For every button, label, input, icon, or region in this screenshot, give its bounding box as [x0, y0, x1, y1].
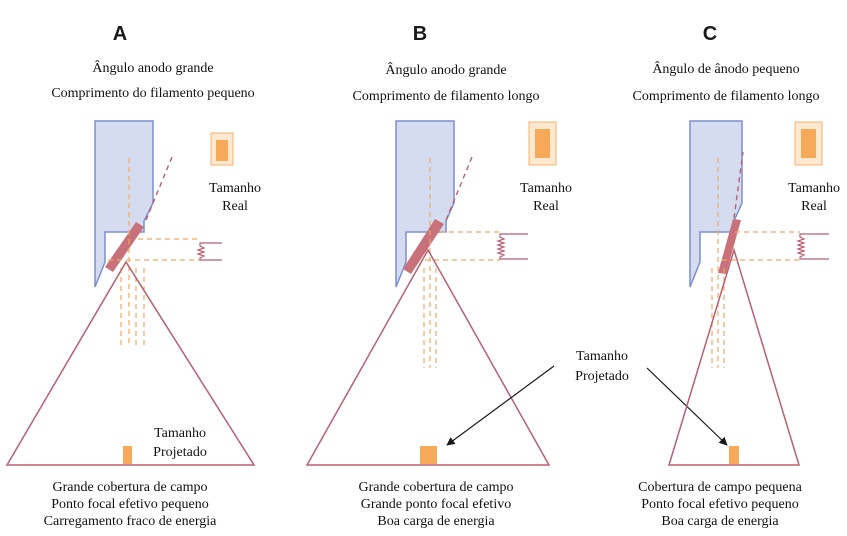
panel-a-projected-spot — [123, 446, 132, 464]
panel-b-caption-1: Grande cobertura de campo — [358, 480, 513, 495]
panel-a-projected-label-2: Projetado — [153, 445, 207, 460]
panel-c-projected-spot — [729, 446, 739, 464]
panel-b-dashed-lines — [423, 158, 500, 368]
panel-c-filament — [796, 233, 829, 260]
panel-b-real-label-2: Real — [533, 199, 559, 214]
panel-b-xray-beam — [305, 248, 551, 466]
panel-c-real-label-1: Tamanho — [788, 181, 840, 196]
panel-a-real-label-1: Tamanho — [209, 181, 261, 196]
panel-a-real-size-spot — [216, 140, 228, 161]
shared-projected-size-label: Tamanho Projetado — [446, 349, 728, 446]
panel-b-projected-spot — [420, 446, 437, 464]
panel-a-caption-3: Carregamento fraco de energia — [44, 514, 217, 529]
panel-c-real-label-2: Real — [801, 199, 827, 214]
panel-a-real-label-2: Real — [222, 199, 248, 214]
shared-projected-label-2: Projetado — [575, 369, 629, 384]
panel-b-heading-anode: Ângulo anodo grande — [385, 61, 506, 78]
panel-a: A Ângulo anodo grande Comprimento do fil… — [5, 23, 261, 529]
panel-b: B Ângulo anodo grande Comprimento de fil… — [305, 23, 572, 529]
panel-a-filament — [196, 242, 222, 261]
panel-c-caption-1: Cobertura de campo pequena — [638, 480, 802, 495]
panel-c-anode — [689, 120, 743, 288]
panel-b-real-size-spot — [535, 129, 550, 158]
shared-projected-label-1: Tamanho — [576, 349, 628, 364]
panel-b-tube-axis — [445, 156, 473, 221]
panel-b-filament — [496, 233, 528, 260]
panel-c-dashed-lines — [711, 158, 800, 368]
panel-c-caption-3: Boa carga de energia — [661, 514, 779, 529]
panel-b-caption-2: Grande ponto focal efetivo — [361, 497, 511, 512]
panel-c-tube-axis — [733, 151, 744, 219]
panel-b-letter: B — [413, 23, 427, 45]
panel-a-projected-label-1: Tamanho — [154, 426, 206, 441]
panel-c-letter: C — [703, 23, 717, 45]
panel-b-caption-3: Boa carga de energia — [377, 514, 495, 529]
panel-c-heading-filament: Comprimento de filamento longo — [632, 89, 819, 104]
panel-a-caption-2: Ponto focal efetivo pequeno — [51, 497, 208, 512]
panel-c-heading-anode: Ângulo de ânodo pequeno — [652, 60, 799, 77]
panel-c-real-size-spot — [801, 129, 816, 158]
panel-a-anode-target — [105, 222, 144, 272]
arrow-to-panel-b-spot — [446, 365, 555, 446]
panel-c: C Ângulo de ânodo pequeno Comprimento de… — [632, 23, 839, 529]
panel-b-real-label-1: Tamanho — [520, 181, 572, 196]
panel-a-tube-axis — [145, 156, 173, 221]
panel-a-dashed-lines — [108, 158, 200, 345]
panel-a-caption-1: Grande cobertura de campo — [52, 480, 207, 495]
panel-c-caption-2: Ponto focal efetivo pequeno — [641, 497, 798, 512]
panel-b-anode — [395, 120, 455, 288]
panel-c-xray-beam — [667, 247, 801, 466]
panel-a-letter: A — [113, 23, 127, 45]
panel-a-anode — [94, 120, 154, 288]
panel-a-heading-filament: Comprimento do filamento pequeno — [51, 86, 254, 101]
panel-b-anode-target — [403, 219, 444, 274]
panel-b-heading-filament: Comprimento de filamento longo — [352, 89, 539, 104]
panel-a-xray-beam — [5, 260, 256, 466]
panel-a-heading-anode: Ângulo anodo grande — [92, 59, 213, 76]
